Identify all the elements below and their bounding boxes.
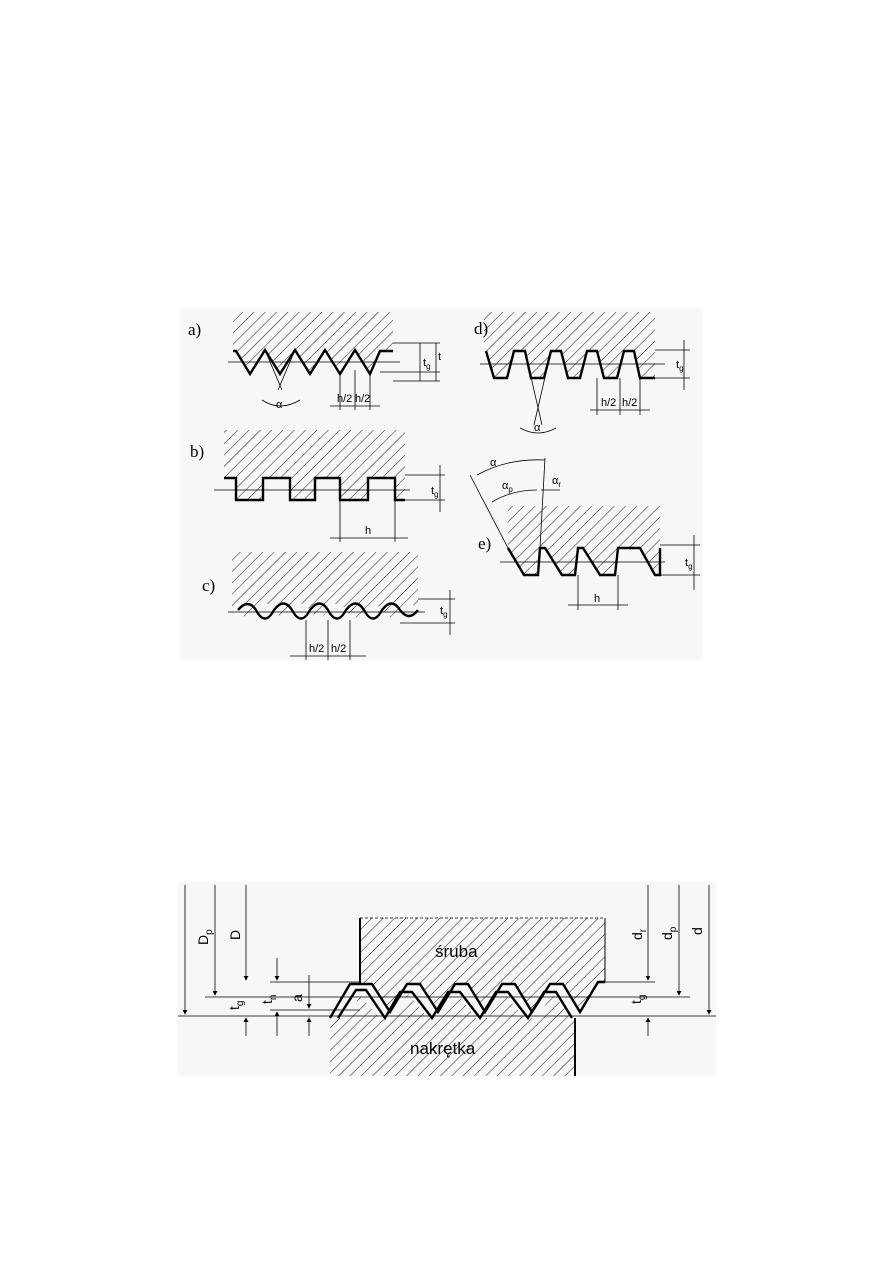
dim-a-h2-1: h/2 (337, 393, 352, 405)
svg-text:D: D (227, 930, 243, 940)
profile-c-round (228, 552, 455, 660)
thread-profile (178, 980, 716, 1021)
dim-b-tg: tg (431, 485, 439, 499)
nut-label: nakrętka (410, 1039, 476, 1058)
svg-text:tg: tg (628, 995, 648, 1004)
dim-d-tg: tg (676, 359, 684, 373)
dim-Dp: Dp (195, 929, 215, 945)
svg-text:tn: tn (259, 995, 279, 1004)
dim-a-t: t (438, 351, 441, 363)
profile-d-trapezoidal (480, 312, 690, 434)
dim-c-h2-1: h/2 (309, 643, 324, 655)
nut-body (330, 994, 576, 1076)
label-e: e) (478, 534, 491, 553)
dim-d: d (689, 927, 705, 935)
svg-text:dr: dr (629, 928, 649, 940)
label-a: a) (188, 320, 201, 339)
dim-dr: dr (629, 928, 649, 940)
dim-e-alpha-r: αr (552, 475, 561, 489)
dim-e-h: h (594, 593, 600, 605)
svg-text:dp: dp (659, 926, 679, 940)
dim-d-h2-2: h/2 (622, 397, 637, 409)
profile-b-rectangular (214, 430, 445, 542)
right-dimensions (645, 885, 712, 1036)
dim-c-tg: tg (440, 605, 448, 619)
dim-D: D (227, 930, 243, 940)
screw-body (359, 917, 606, 1010)
profile-e-buttress (469, 457, 700, 610)
label-c: c) (202, 576, 215, 595)
dim-tg-left: tg (226, 1001, 246, 1010)
dim-dp: dp (659, 926, 679, 940)
screw-label: śruba (435, 942, 478, 961)
dim-tn: tn (259, 995, 279, 1004)
label-b: b) (190, 442, 204, 461)
dim-a-tg: tg (423, 357, 431, 371)
dim-e-tg: tg (685, 557, 693, 571)
svg-text:d: d (689, 927, 705, 935)
dim-b-h: h (365, 525, 371, 537)
dim-e-alpha: α (490, 457, 497, 469)
dim-a: a (289, 994, 305, 1002)
svg-text:tg: tg (226, 1001, 246, 1010)
left-dimensions (182, 885, 312, 1036)
profile-a-triangular (228, 312, 440, 410)
dim-a-h2-2: h/2 (355, 393, 370, 405)
dim-d-h2-1: h/2 (601, 397, 616, 409)
svg-text:Dp: Dp (195, 929, 215, 945)
svg-text:a: a (289, 994, 305, 1002)
dim-tg-right: tg (628, 995, 648, 1004)
dim-c-h2-2: h/2 (331, 643, 346, 655)
label-d: d) (474, 319, 488, 338)
dim-a-alpha: α (276, 399, 283, 411)
dim-d-alpha: α (534, 422, 541, 434)
dim-e-alpha-p: αp (502, 480, 513, 494)
